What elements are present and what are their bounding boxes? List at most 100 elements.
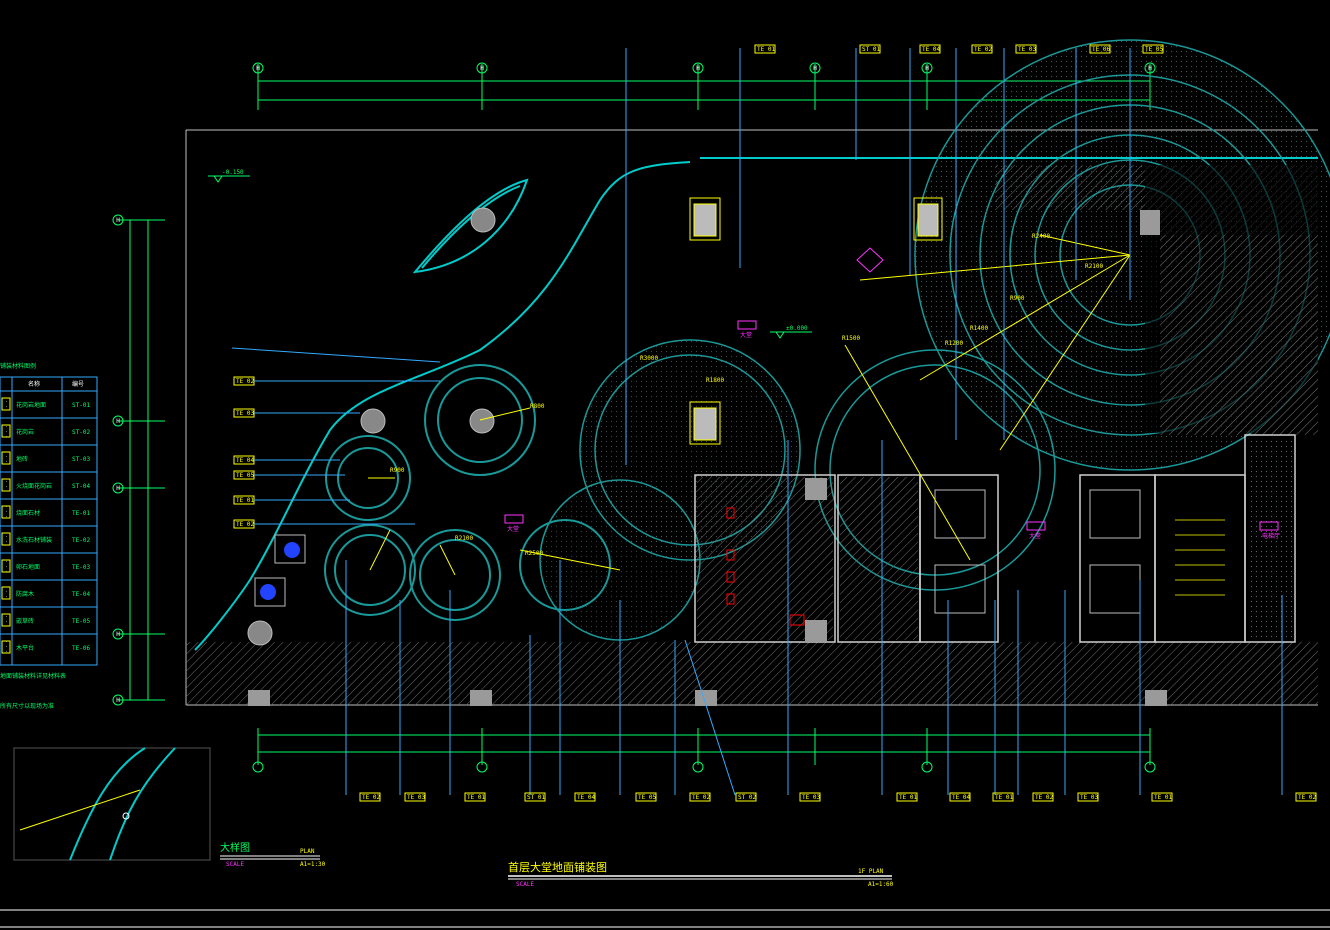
radius-label-9: R800 (530, 403, 545, 410)
svg-text:大堂: 大堂 (1029, 532, 1041, 540)
legend-swatch (1, 505, 11, 519)
left-tag-4: TE 05 (236, 472, 254, 479)
top-tag-2: ST 01 (862, 46, 880, 53)
legend-row-code: ST-01 (72, 402, 90, 409)
legend-row-code: ST-02 (72, 429, 90, 436)
bottom-tag-10: TE 01 (899, 794, 917, 801)
bottom-grid-bubbles (252, 761, 1156, 773)
radius-label-11: R2500 (525, 550, 543, 557)
svg-text:1F PLAN: 1F PLAN (858, 868, 884, 875)
legend-swatch (1, 640, 11, 654)
grid-label-top-5: H (925, 65, 929, 72)
svg-text:A1=1:60: A1=1:60 (868, 881, 894, 888)
legend-swatch (1, 397, 11, 411)
bottom-tag-12: TE 01 (995, 794, 1013, 801)
legend-row-name: 卵石地面 (16, 563, 40, 571)
legend-row-code: ST-03 (72, 456, 90, 463)
level-mark-b: ±0.000 (770, 325, 812, 339)
bottom-tag-14: TE 03 (1080, 794, 1098, 801)
grid-label-top-3: H (696, 65, 700, 72)
grid-label-left-2: H (116, 418, 120, 425)
grid-label-top-4: H (813, 65, 817, 72)
left-tag-leaders (231, 347, 441, 525)
radius-label-10: R900 (390, 467, 405, 474)
grid-label-left-5: H (116, 697, 120, 704)
legend-row-name: 花岗岩 (16, 428, 34, 436)
legend-row-code: TE-06 (72, 645, 90, 652)
radius-label-1: R2400 (1032, 233, 1050, 240)
svg-text:A1=1:30: A1=1:30 (300, 861, 326, 868)
legend-swatch (1, 532, 11, 546)
legend-row-name: 火烧面花岗岩 (16, 482, 52, 490)
radius-label-3: R1400 (970, 325, 988, 332)
stair (1175, 519, 1225, 596)
bottom-tag-9: TE 03 (802, 794, 820, 801)
bottom-tag-3: TE 01 (467, 794, 485, 801)
radius-label-6: R3000 (640, 355, 658, 362)
top-tags: TE 01 ST 01 TE 04 TE 02 TE 03 TE 06 TE 0… (754, 44, 1164, 54)
top-tag-7: TE 05 (1145, 46, 1163, 53)
top-tag-4: TE 02 (974, 46, 992, 53)
grid-label-left-3: H (116, 485, 120, 492)
left-tag-1: TE 02 (236, 378, 254, 385)
left-tags: TE 02 TE 03 TE 04 TE 05 TE 01 TE 02 (233, 376, 255, 529)
svg-text:地面铺装材料详见材料表: 地面铺装材料详见材料表 (0, 672, 66, 680)
legend-swatch (1, 613, 11, 627)
grid-label-left-4: H (116, 631, 120, 638)
room-markers: 大堂 大堂 大堂 电梯厅 (504, 247, 1280, 626)
columns (248, 210, 1167, 706)
grid-label-top-1: H (256, 65, 260, 72)
elevator-cars (934, 489, 1141, 614)
bottom-tag-1: TE 02 (362, 794, 380, 801)
drawing-title: 首层大堂地面铺装图 (508, 860, 607, 874)
top-tag-3: TE 04 (922, 46, 940, 53)
radius-label-8: R1500 (842, 335, 860, 342)
top-tag-leaders (625, 48, 1131, 465)
left-tag-2: TE 03 (236, 410, 254, 417)
legend-swatch (1, 586, 11, 600)
bottom-tag-13: TE 02 (1035, 794, 1053, 801)
top-tag-5: TE 03 (1018, 46, 1036, 53)
title-block: 首层大堂地面铺装图 SCALE 1F PLAN A1=1:60 (508, 860, 894, 888)
legend-row-code: TE-04 (72, 591, 90, 598)
pond-circles (324, 364, 611, 621)
left-tag-5: TE 01 (236, 497, 254, 504)
bottom-dimension-line (257, 728, 1151, 765)
legend-swatch (1, 559, 11, 573)
legend-swatch (1, 478, 11, 492)
legend-row-code: TE-05 (72, 618, 90, 625)
bottom-tag-2: TE 03 (407, 794, 425, 801)
legend-row-name: 花岗岩地面 (16, 401, 46, 409)
bottom-tag-5: TE 04 (577, 794, 595, 801)
svg-text:所有尺寸以现场为准: 所有尺寸以现场为准 (0, 702, 54, 710)
legend-row-code: TE-03 (72, 564, 90, 571)
radius-label-5: R2100 (1085, 263, 1103, 270)
bottom-tag-16: TE 02 (1298, 794, 1316, 801)
radius-label-2: R1200 (945, 340, 963, 347)
bottom-tag-6: TE 05 (638, 794, 656, 801)
detail-inset: 大样图 SCALE PLAN A1=1:30 (13, 747, 326, 868)
bottom-tag-15: TE 01 (1154, 794, 1172, 801)
left-tag-3: TE 04 (236, 457, 254, 464)
left-tag-6: TE 02 (236, 521, 254, 528)
svg-text:SCALE: SCALE (226, 861, 244, 868)
svg-text:±0.000: ±0.000 (786, 325, 808, 332)
room-walls (694, 434, 1296, 643)
radius-leaders (368, 234, 1131, 576)
legend-row-name: 地砖 (16, 455, 28, 463)
legend-row-name: 水洗石材铺装 (16, 536, 52, 544)
planter-boxes (689, 197, 943, 445)
legend-swatch (1, 424, 11, 438)
svg-text:大堂: 大堂 (507, 525, 519, 533)
detail-title: 大样图 (220, 841, 250, 854)
level-mark-a: -0.150 (208, 169, 250, 183)
bottom-tag-4: ST 01 (527, 794, 545, 801)
legend-row-code: ST-04 (72, 483, 90, 490)
water-features (254, 534, 306, 607)
svg-text:名称: 名称 (28, 380, 40, 388)
bottom-tag-11: TE 04 (952, 794, 970, 801)
svg-text:SCALE: SCALE (516, 881, 534, 888)
svg-text:铺装材料图例: 铺装材料图例 (0, 362, 36, 370)
top-tag-6: TE 06 (1092, 46, 1110, 53)
